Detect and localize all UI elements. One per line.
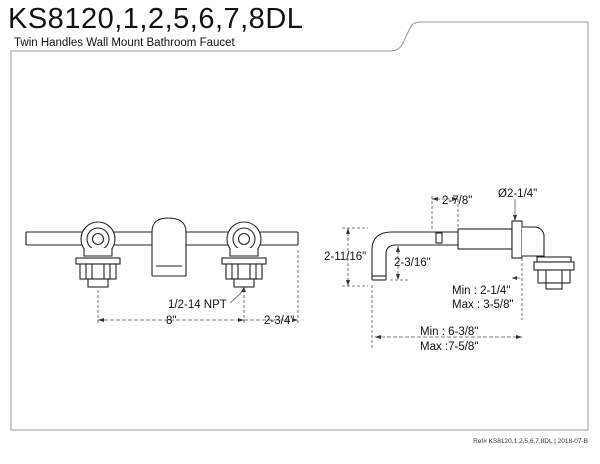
spout-reach-label: 2-7/8" (442, 195, 472, 207)
thread-size-label: 1/2-14 NPT (168, 299, 227, 311)
front-dimensions (97, 250, 299, 324)
center-width-label: 8" (166, 315, 176, 327)
side-offset-label: 2-3/4" (264, 315, 294, 327)
diameter-label: Ø2-1/4" (498, 188, 537, 200)
spout-drop-label: 2-3/16" (394, 257, 431, 269)
overall-max-label: Max :7-5/8" (420, 341, 478, 353)
sheet-frame (10, 21, 589, 431)
overall-min-label: Min : 6-3/8" (420, 326, 478, 338)
product-subtitle: Twin Handles Wall Mount Bathroom Faucet (14, 37, 235, 49)
front-view (25, 217, 299, 288)
reference-number: Ref# KS8120,1,2,5,6,7,8DL | 2018-07-B (473, 438, 588, 445)
side-view (371, 220, 575, 290)
wall-max-label: Max : 3-5/8" (452, 299, 514, 311)
side-dimensions (342, 196, 523, 350)
height-label: 2-11/16" (324, 251, 366, 263)
wall-min-label: Min : 2-1/4" (452, 285, 510, 297)
model-title: KS8120,1,2,5,6,7,8DL (8, 3, 304, 35)
